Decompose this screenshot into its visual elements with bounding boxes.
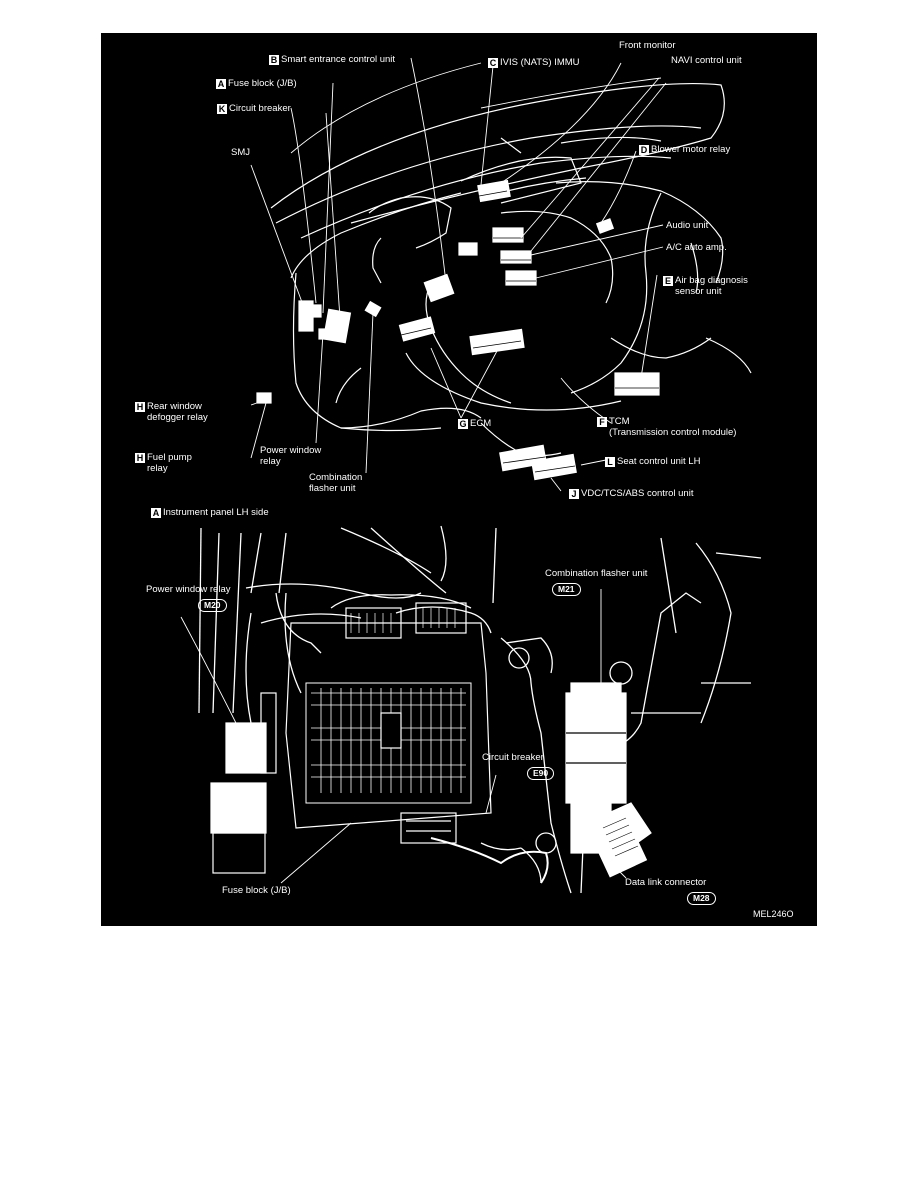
label-fuse-block-bottom: Fuse block (J/B): [222, 885, 291, 896]
label-text: VDC/TCS/ABS control unit: [581, 488, 694, 499]
combination-flasher-unit-drawing: [565, 682, 627, 854]
label-audio-unit: Audio unit: [666, 220, 709, 231]
component-location-drawing: [180, 57, 762, 894]
label-circuit-breaker-bottom: Circuit breaker: [482, 752, 544, 763]
label-text: Smart entrance control unit: [281, 54, 396, 65]
connector-badge-m20: M20: [198, 599, 227, 612]
bottom-wiring: [198, 525, 497, 724]
label-text-line2: relay: [147, 463, 168, 474]
relays-bottom: [210, 692, 277, 874]
connector-badge-e90: E90: [527, 767, 555, 780]
bottom-leader-lines: [180, 589, 627, 884]
label-data-link-connector: Data link connector: [625, 877, 707, 888]
label-combination-flasher-unit-bottom: Combination flasher unit: [545, 568, 648, 579]
fuse-block: [285, 602, 492, 844]
callout-letter: C: [488, 58, 498, 68]
callout-letter: J: [569, 489, 579, 499]
callout-letter: K: [217, 104, 227, 114]
label-text: Air bag diagnosis: [675, 275, 748, 286]
label-text-line2: relay: [260, 456, 281, 467]
label-text: Fuel pump: [147, 452, 192, 463]
label-text-line2: defogger relay: [147, 412, 208, 423]
callout-letter: G: [458, 419, 468, 429]
top-diagonal-background-lines: [290, 62, 662, 154]
label-text-line2: flasher unit: [309, 483, 356, 494]
callout-letter: E: [663, 276, 673, 286]
bottom-hose: [430, 837, 549, 884]
label-text-line2: (Transmission control module): [609, 427, 737, 438]
label-text: Power window: [260, 445, 322, 456]
label-front-monitor: Front monitor: [619, 40, 676, 51]
data-link-connector-drawing: [584, 802, 652, 878]
callout-letter: L: [605, 457, 615, 467]
connector-badge-m28: M28: [687, 892, 716, 905]
label-smj: SMJ: [231, 147, 250, 158]
callout-letter: B: [269, 55, 279, 65]
label-text-line2: sensor unit: [675, 286, 722, 297]
label-text: Circuit breaker: [229, 103, 291, 114]
callout-letter: D: [639, 145, 649, 155]
top-leader-lines: [250, 57, 667, 492]
label-ac-auto-amp: A/C auto amp.: [666, 242, 727, 253]
callout-letter: F: [597, 417, 607, 427]
label-text: ECM: [470, 418, 492, 429]
label-text: Rear window: [147, 401, 202, 412]
label-navi-control-unit: NAVI control unit: [671, 55, 742, 66]
label-power-window-relay-bottom: Power window relay: [146, 584, 231, 595]
label-text: IVIS (NATS) IMMU: [500, 57, 580, 68]
figure-code: MEL246O: [753, 909, 794, 919]
callout-letter: H: [135, 453, 145, 463]
callout-letter: H: [135, 402, 145, 412]
top-components: [256, 179, 660, 481]
dashboard-outline: [270, 82, 752, 457]
label-text: Blower motor relay: [651, 144, 731, 155]
label-text: Instrument panel LH side: [163, 507, 269, 518]
callout-letter: A: [151, 508, 161, 518]
connector-badge-m21: M21: [552, 583, 581, 596]
callout-letter: A: [216, 79, 226, 89]
label-text: Combination: [309, 472, 363, 483]
label-text: Fuse block (J/B): [228, 78, 297, 89]
label-text: Seat control unit LH: [617, 456, 701, 467]
top-component-shading: [400, 190, 659, 473]
label-text: TCM: [609, 416, 630, 427]
